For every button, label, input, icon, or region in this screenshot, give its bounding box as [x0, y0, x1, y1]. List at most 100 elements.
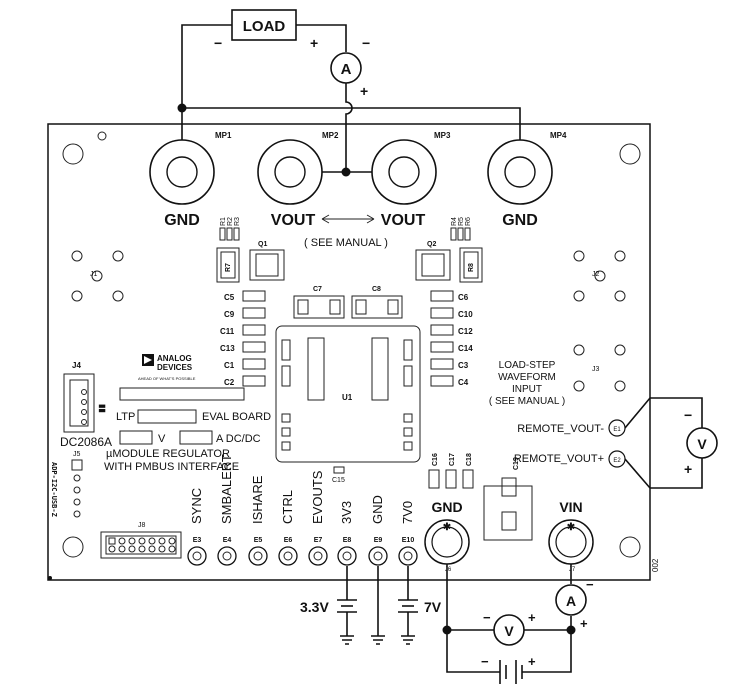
mp4-post[interactable]	[487, 139, 553, 205]
ltp-label: LTP	[116, 411, 135, 423]
turret-terminal[interactable]	[368, 546, 388, 566]
mp2-ref: MP2	[322, 131, 339, 140]
vin-ammeter-icon	[555, 584, 587, 616]
r7-component	[216, 247, 240, 283]
load-negative-wire	[181, 24, 232, 108]
load-ammeter-label: A	[341, 61, 352, 78]
q2-transistor	[415, 249, 451, 281]
turret-name-label: SYNC	[189, 488, 204, 524]
remote-vout-plus-label: REMOTE_VOUT+	[514, 453, 604, 465]
mp4-ref: MP4	[550, 131, 567, 140]
remote-voltmeter-plus: +	[684, 461, 692, 477]
junction-dot-icon	[341, 167, 351, 177]
ground-symbol-icon	[340, 635, 354, 645]
corner-mark-icon	[48, 576, 52, 580]
gnd-asterisk-icon: ✱	[443, 522, 452, 533]
turret-hole-icon	[373, 551, 383, 561]
corner-hole-icon	[619, 536, 641, 558]
turret-terminal[interactable]	[217, 546, 237, 566]
turret-hole-icon	[253, 551, 263, 561]
turret-terminal[interactable]	[337, 546, 357, 566]
c12-label: C12	[458, 327, 473, 336]
mp2-post[interactable]	[257, 139, 323, 205]
r5-label: R5	[458, 217, 465, 226]
r4-label: R4	[451, 217, 458, 226]
vin-asterisk-icon: ✱	[567, 522, 576, 533]
u1-module	[275, 325, 421, 463]
remote-voltmeter-label: V	[697, 436, 707, 452]
j1-label: J1	[90, 271, 98, 278]
junction-dot-icon	[177, 103, 187, 113]
header-pin	[168, 537, 176, 545]
j8-label: J8	[138, 522, 146, 529]
junction-dot-icon	[442, 625, 452, 635]
j4-label: J4	[72, 361, 81, 370]
turret-hole-icon	[222, 551, 232, 561]
mp1-post[interactable]	[149, 139, 215, 205]
j3-label: J3	[592, 366, 600, 373]
header-pin	[148, 537, 156, 545]
c9-label: C9	[224, 310, 235, 319]
vin-loop-wire	[446, 564, 572, 673]
board-code: 002	[651, 558, 660, 572]
vin-ammeter-label: A	[566, 593, 576, 609]
q1-transistor	[249, 249, 285, 281]
j5-header[interactable]	[71, 459, 83, 518]
corner-hole-icon	[619, 143, 641, 165]
r8-component	[459, 247, 483, 283]
load-positive-wire	[296, 24, 347, 52]
mp1-ref: MP1	[215, 131, 232, 140]
r6-label: R6	[465, 217, 472, 226]
header-pin	[158, 545, 166, 553]
e2-label: E2	[613, 458, 621, 464]
turret-terminal[interactable]	[278, 546, 298, 566]
remote-voltmeter-icon	[686, 427, 718, 459]
vin-voltmeter-icon	[493, 614, 525, 646]
vin-voltmeter-minus: −	[483, 610, 491, 625]
load-step-line3: INPUT	[512, 384, 542, 395]
turret-row: SYNCE3SMBALERTE4ISHAREE5CTRLE6EVOUTSE73V…	[187, 454, 418, 566]
vin-power-post[interactable]	[548, 519, 594, 565]
turret-terminal[interactable]	[248, 546, 268, 566]
eval-board-label: EVAL BOARD	[202, 411, 271, 423]
a-dcdc-label: A DC/DC	[216, 433, 261, 445]
silkscreen-a-box	[179, 430, 213, 445]
load-label: LOAD	[243, 18, 286, 35]
turret-terminal[interactable]	[398, 546, 418, 566]
c15-label: C15	[332, 477, 345, 484]
turret-name-label: 7V0	[400, 501, 415, 524]
j4-connector[interactable]	[63, 373, 95, 433]
c17-label: C17	[449, 453, 456, 466]
left-capacitor-column	[242, 290, 266, 387]
turret-terminal[interactable]	[187, 546, 207, 566]
load-step-line2: WAVEFORM	[498, 372, 556, 383]
supply-3v3-label: 3.3V	[300, 599, 329, 615]
board-part-number: DC2086A	[60, 435, 112, 449]
r1-label: R1	[220, 217, 227, 226]
turret-ref-label: E5	[254, 537, 263, 544]
vin-voltmeter-plus: +	[528, 610, 536, 625]
header-pin	[138, 537, 146, 545]
u1-label: U1	[342, 393, 353, 402]
j1-pad-group	[71, 250, 124, 302]
turret-terminal[interactable]	[308, 546, 328, 566]
remote-sense-wires	[624, 397, 703, 489]
turret-name-label: ISHARE	[250, 475, 265, 524]
mp2-name: VOUT	[271, 212, 316, 229]
j8-header[interactable]	[100, 531, 182, 559]
v-label: V	[158, 433, 166, 445]
brand-line1: ANALOG	[157, 354, 192, 363]
gnd-post-label: GND	[431, 499, 462, 515]
mp3-post[interactable]	[371, 139, 437, 205]
load-plus-sign: +	[310, 35, 318, 51]
load-minus-sign: −	[214, 35, 222, 51]
header-pin	[148, 545, 156, 553]
vin-voltmeter-label: V	[504, 623, 514, 639]
pcb-outline	[47, 123, 651, 581]
turret-name-label: 3V3	[339, 501, 354, 524]
turret-name-label: CTRL	[280, 490, 295, 524]
vin-post-label: VIN	[559, 499, 582, 515]
ammeter-minus-sign: −	[362, 35, 370, 51]
turret-name-label: GND	[370, 495, 385, 524]
